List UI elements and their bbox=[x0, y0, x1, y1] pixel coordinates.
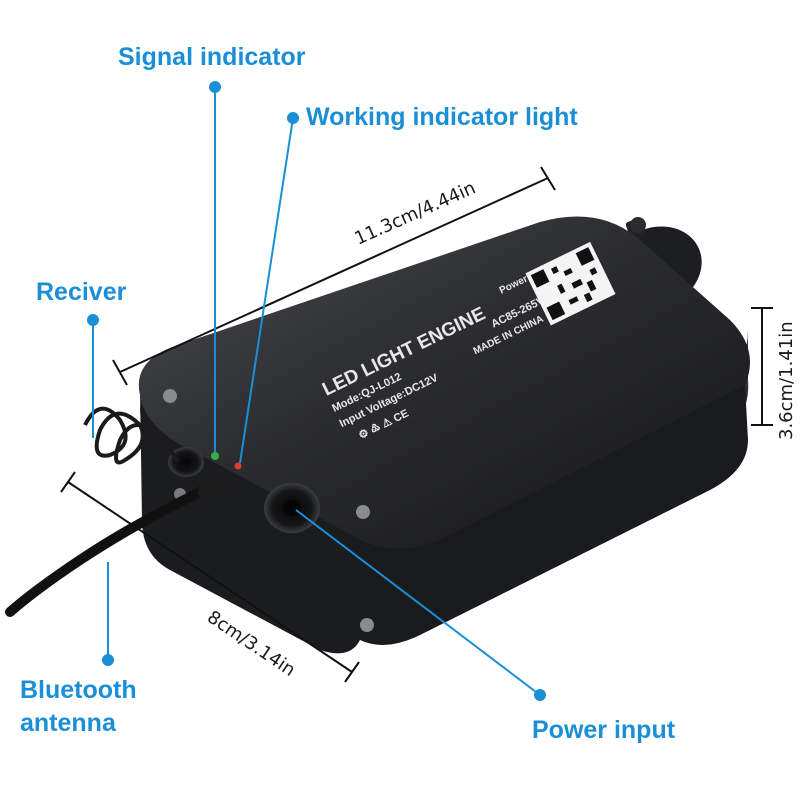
working-indicator-dot bbox=[287, 112, 299, 124]
device-body-edge bbox=[352, 385, 748, 645]
bluetooth-label-line1: Bluetooth bbox=[20, 676, 137, 704]
dimension-width bbox=[60, 471, 360, 683]
signal-led bbox=[211, 452, 219, 460]
receiver-label: Reciver bbox=[36, 278, 127, 306]
qr-code bbox=[525, 241, 616, 326]
working-indicator-leader bbox=[239, 117, 294, 464]
power-input-label: Power input bbox=[532, 716, 676, 744]
power-input-leader bbox=[295, 509, 541, 696]
screw-icon bbox=[360, 618, 374, 632]
working-indicator-label: Working indicator light bbox=[306, 103, 578, 131]
receiver-coil bbox=[83, 406, 180, 465]
signal-indicator-dot bbox=[209, 81, 221, 93]
dimension-height bbox=[751, 307, 773, 426]
dimension-height-label: 3.6cm/1.41in bbox=[776, 321, 797, 440]
bluetooth-label-line2: antenna bbox=[20, 709, 116, 737]
bluetooth-antenna-cable bbox=[5, 473, 232, 617]
dimension-length bbox=[112, 166, 556, 386]
receiver-dot bbox=[87, 314, 99, 326]
power-input-dot bbox=[534, 689, 546, 701]
bluetooth-dot bbox=[102, 654, 114, 666]
signal-indicator-label: Signal indicator bbox=[118, 43, 306, 71]
working-led bbox=[234, 462, 242, 470]
receiver-hole bbox=[168, 447, 204, 477]
screw-icon bbox=[356, 505, 370, 519]
screw-icon bbox=[163, 389, 177, 403]
